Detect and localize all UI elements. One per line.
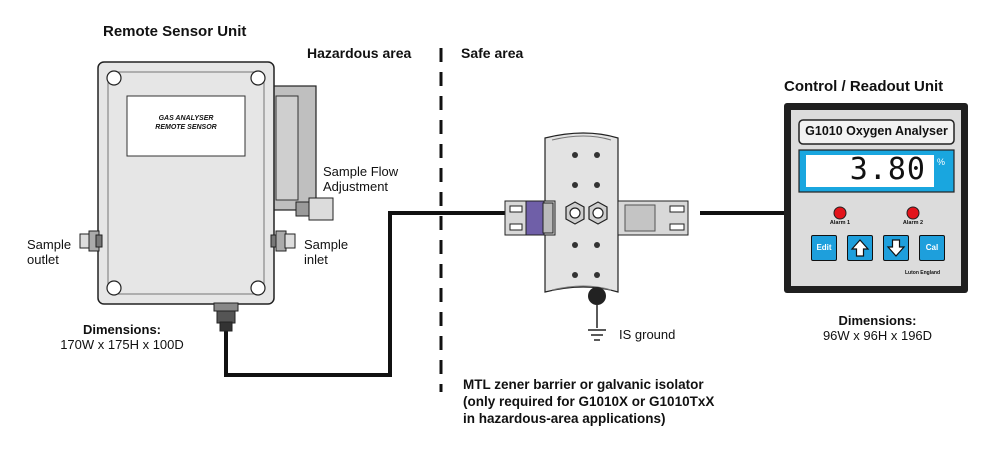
display-value: 3.80 (849, 152, 926, 187)
barrier-caption-line-2: (only required for G1010X or G1010TxX (463, 394, 715, 409)
barrier-caption-line-1: MTL zener barrier or galvanic isolator (463, 377, 704, 392)
sensor-plate-text: GAS ANALYSER REMOTE SENSOR (127, 114, 245, 132)
sample-outlet-label: Sample outlet (27, 237, 71, 267)
heading-control-readout-unit: Control / Readout Unit (784, 78, 944, 95)
down-button[interactable] (883, 235, 909, 261)
heading-remote-sensor-unit: Remote Sensor Unit (103, 23, 247, 40)
cable-gland (213, 302, 239, 332)
alarm-2-led (906, 206, 920, 220)
heading-safe-area: Safe area (461, 45, 524, 61)
ground-symbol (588, 329, 606, 341)
arrow-up-icon (850, 239, 870, 257)
readout-dimensions-value: 96W x 96H x 196D (822, 328, 933, 343)
readout-dimensions: Dimensions: 96W x 96H x 196D (800, 313, 955, 343)
sensor-dimensions-label: Dimensions: (82, 322, 161, 337)
mtl-barrier (504, 132, 689, 341)
alarm-1-led (833, 206, 847, 220)
brand-label: Luton England (905, 270, 940, 276)
barrier-caption: MTL zener barrier or galvanic isolator (… (463, 376, 714, 427)
model-title: G1010 Oxygen Analyser (805, 124, 948, 138)
sensor-dimensions-value: 170W x 175H x 100D (60, 337, 184, 352)
sensor-label-plate (126, 95, 246, 157)
model-title-plate (798, 119, 955, 145)
sample-inlet-line-1: Sample (304, 237, 349, 252)
edit-button[interactable]: Edit (811, 235, 837, 261)
sample-outlet-line-1: Sample (27, 237, 72, 252)
rail-holes (572, 152, 600, 278)
sample-inlet-fitting (270, 230, 296, 252)
cal-button[interactable]: Cal (919, 235, 945, 261)
arrow-down-icon (886, 239, 906, 257)
heading-hazardous-area: Hazardous area (307, 45, 412, 61)
sample-flow-label: Sample Flow Adjustment (323, 164, 398, 194)
remote-sensor-unit (79, 61, 334, 332)
plate-line-2: REMOTE SENSOR (155, 124, 217, 131)
barrier-caption-line-3: in hazardous-area applications) (463, 411, 666, 426)
sensor-dimensions: Dimensions: 170W x 175H x 100D (52, 322, 192, 352)
sample-inlet-label: Sample inlet (304, 237, 348, 267)
sample-flow-line-1: Sample Flow (323, 164, 399, 179)
display-unit: % (937, 157, 946, 167)
flow-adjustment-knob (295, 197, 334, 221)
alarm-1-label: Alarm 1 (829, 220, 851, 226)
purple-terminal (525, 200, 545, 236)
corner-screws (106, 70, 266, 296)
is-ground-label: IS ground (619, 327, 676, 342)
ground-bolt (588, 287, 606, 305)
sample-flow-line-2: Adjustment (323, 179, 389, 194)
plate-line-1: GAS ANALYSER (158, 115, 214, 122)
readout-dimensions-label: Dimensions: (838, 313, 917, 328)
sample-outlet-line-2: outlet (27, 252, 59, 267)
center-nuts (565, 201, 608, 225)
sample-inlet-line-2: inlet (304, 252, 328, 267)
alarm-2-label: Alarm 2 (902, 220, 924, 226)
sensor-cable (224, 211, 512, 377)
up-button[interactable] (847, 235, 873, 261)
sample-outlet-fitting (79, 230, 103, 252)
